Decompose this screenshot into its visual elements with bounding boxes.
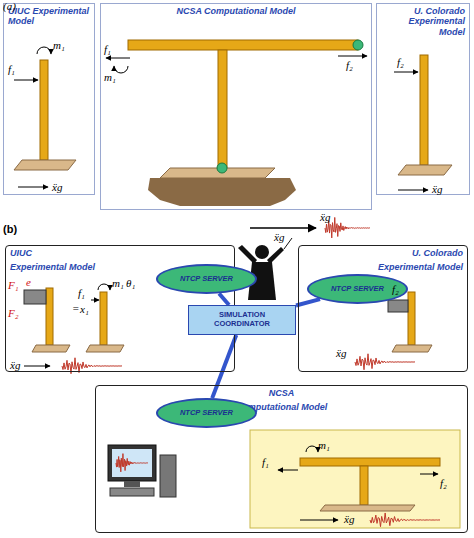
uiuc-specimen [14, 47, 76, 187]
node-title: UIUC Experimental Model [4, 4, 94, 29]
symbol-label: f₁ [262, 457, 269, 468]
symbol-label: ẍg [320, 212, 330, 223]
node-title: NTCP SERVER [327, 285, 388, 294]
node-title: Computational Model [96, 400, 467, 414]
node-title: NTCP SERVER [176, 409, 237, 418]
symbol-label: F₁ [8, 280, 19, 291]
computer [108, 445, 176, 497]
symbol-label: m₁ [112, 278, 124, 289]
inset-model [250, 430, 460, 528]
network-link [296, 299, 320, 305]
symbol-label: (a) [3, 1, 16, 12]
symbol-label: = [72, 303, 79, 314]
network-link [212, 335, 236, 398]
server-ellipse: NTCP SERVER [156, 264, 257, 294]
symbol-label: f₁ [104, 44, 111, 55]
network-link [219, 294, 229, 305]
server-ellipse: NTCP SERVER [156, 398, 257, 428]
node-title: SIMULATION COORDINATOR [189, 309, 295, 330]
symbol-label: x₁ [80, 304, 89, 315]
symbol-label: ẍg [432, 184, 442, 195]
symbol-label: m₁ [318, 440, 330, 451]
symbol-label: m₁ [104, 72, 116, 83]
node-title: UIUC [6, 246, 234, 260]
symbol-label: ẍg [274, 232, 284, 243]
seismogram [355, 354, 415, 370]
node-title: NTCP SERVER [176, 275, 237, 284]
node-title: Experimental Model [299, 260, 467, 274]
node-title: NCSA Computational Model [101, 4, 371, 18]
seismogram [116, 454, 148, 472]
symbol-label: θ₁ [126, 278, 135, 289]
panel-letter: (b) [3, 224, 17, 235]
symbol-label: f₁ [78, 288, 85, 299]
symbol-label: f₂ [346, 60, 353, 71]
symbol-label: ẍg [52, 182, 62, 193]
uiuc-test-setup [24, 284, 124, 366]
symbol-label: F₂ [8, 308, 19, 319]
symbol-label: f₁ [8, 64, 15, 75]
model-panel: U. Colorado Experimental Model [376, 3, 470, 195]
symbol-label: m₁ [53, 40, 65, 51]
model-panel: NCSA Computational Model [100, 3, 372, 210]
symbol-label: f₂ [440, 478, 447, 489]
seismogram [370, 513, 440, 527]
site-box: U. ColoradoExperimental ModelNTCP SERVER [298, 245, 468, 372]
node-title: U. Colorado [299, 246, 467, 260]
symbol-label: e [26, 277, 31, 288]
seismogram [325, 217, 370, 237]
ncsa-frame [106, 40, 367, 228]
symbol-label: f₂ [392, 284, 399, 295]
symbol-label: ẍg [344, 514, 354, 525]
symbol-label: ẍg [10, 360, 20, 371]
node-title: U. Colorado Experimental Model [377, 4, 469, 39]
symbol-label: ẍg [336, 348, 346, 359]
symbol-label: f₂ [397, 57, 404, 68]
node-title: NCSA [96, 386, 467, 400]
colorado-specimen [394, 55, 452, 190]
site-box: NCSAComputational ModelNTCP SERVER [95, 385, 468, 533]
colorado-test-setup [388, 292, 432, 352]
coordinator-box: SIMULATION COORDINATOR [188, 305, 296, 335]
model-panel: UIUC Experimental Model [3, 3, 95, 195]
